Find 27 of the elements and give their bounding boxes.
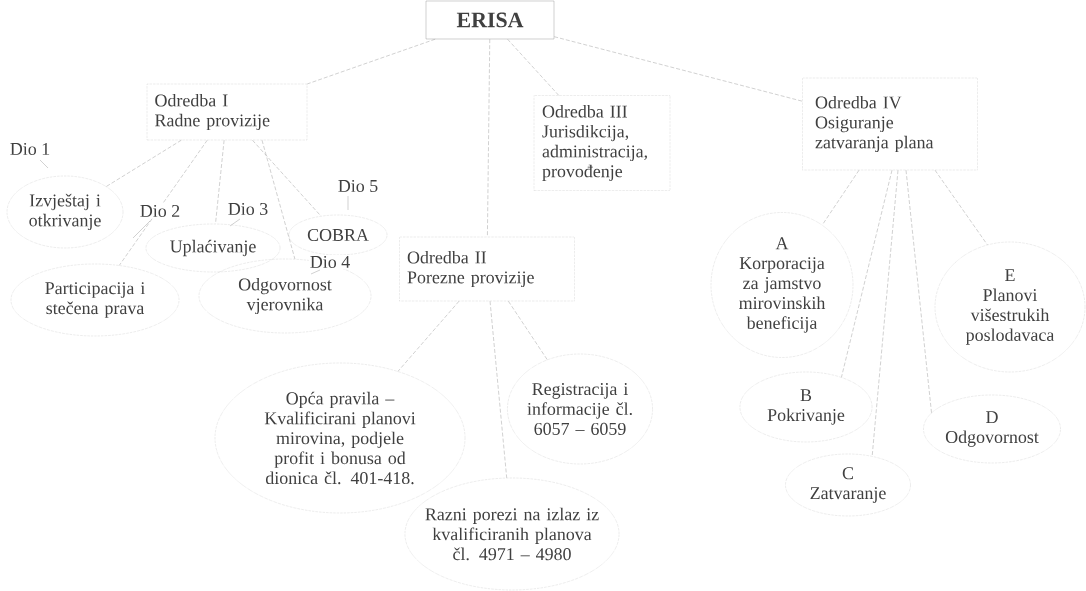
connector-line xyxy=(252,140,322,217)
connector-line xyxy=(871,170,899,457)
connector-line xyxy=(215,140,225,224)
connector-line xyxy=(905,170,932,413)
connector-line xyxy=(119,140,208,266)
connector-line xyxy=(934,170,988,245)
edge-label: Dio 4 xyxy=(308,254,352,269)
connector-line xyxy=(397,301,460,372)
connector-line xyxy=(841,170,893,378)
edge-label: Dio 1 xyxy=(8,141,52,156)
edge-label: Dio 3 xyxy=(226,201,270,216)
connector-line xyxy=(489,301,507,479)
connector-line xyxy=(307,39,436,85)
connector-line xyxy=(487,39,490,237)
provision-box: Odredba III Jurisdikcija, administracija, provođenje xyxy=(533,95,671,191)
provision-box: Odredba II Porezne provizije xyxy=(399,236,575,302)
edge-label: Dio 2 xyxy=(138,203,182,218)
provision-box: Odredba I Radne provizije xyxy=(146,83,308,141)
edge-label: Dio 5 xyxy=(336,178,380,193)
connector-line xyxy=(261,140,296,260)
provision-box: Odredba IV Osiguranje zatvaranja plana xyxy=(802,77,978,171)
connector-line xyxy=(822,170,860,226)
title-box: ERISA xyxy=(425,0,555,40)
connector-line xyxy=(554,36,803,102)
connector-line xyxy=(507,39,559,96)
connector-line xyxy=(106,140,182,187)
connector-line xyxy=(508,301,548,360)
